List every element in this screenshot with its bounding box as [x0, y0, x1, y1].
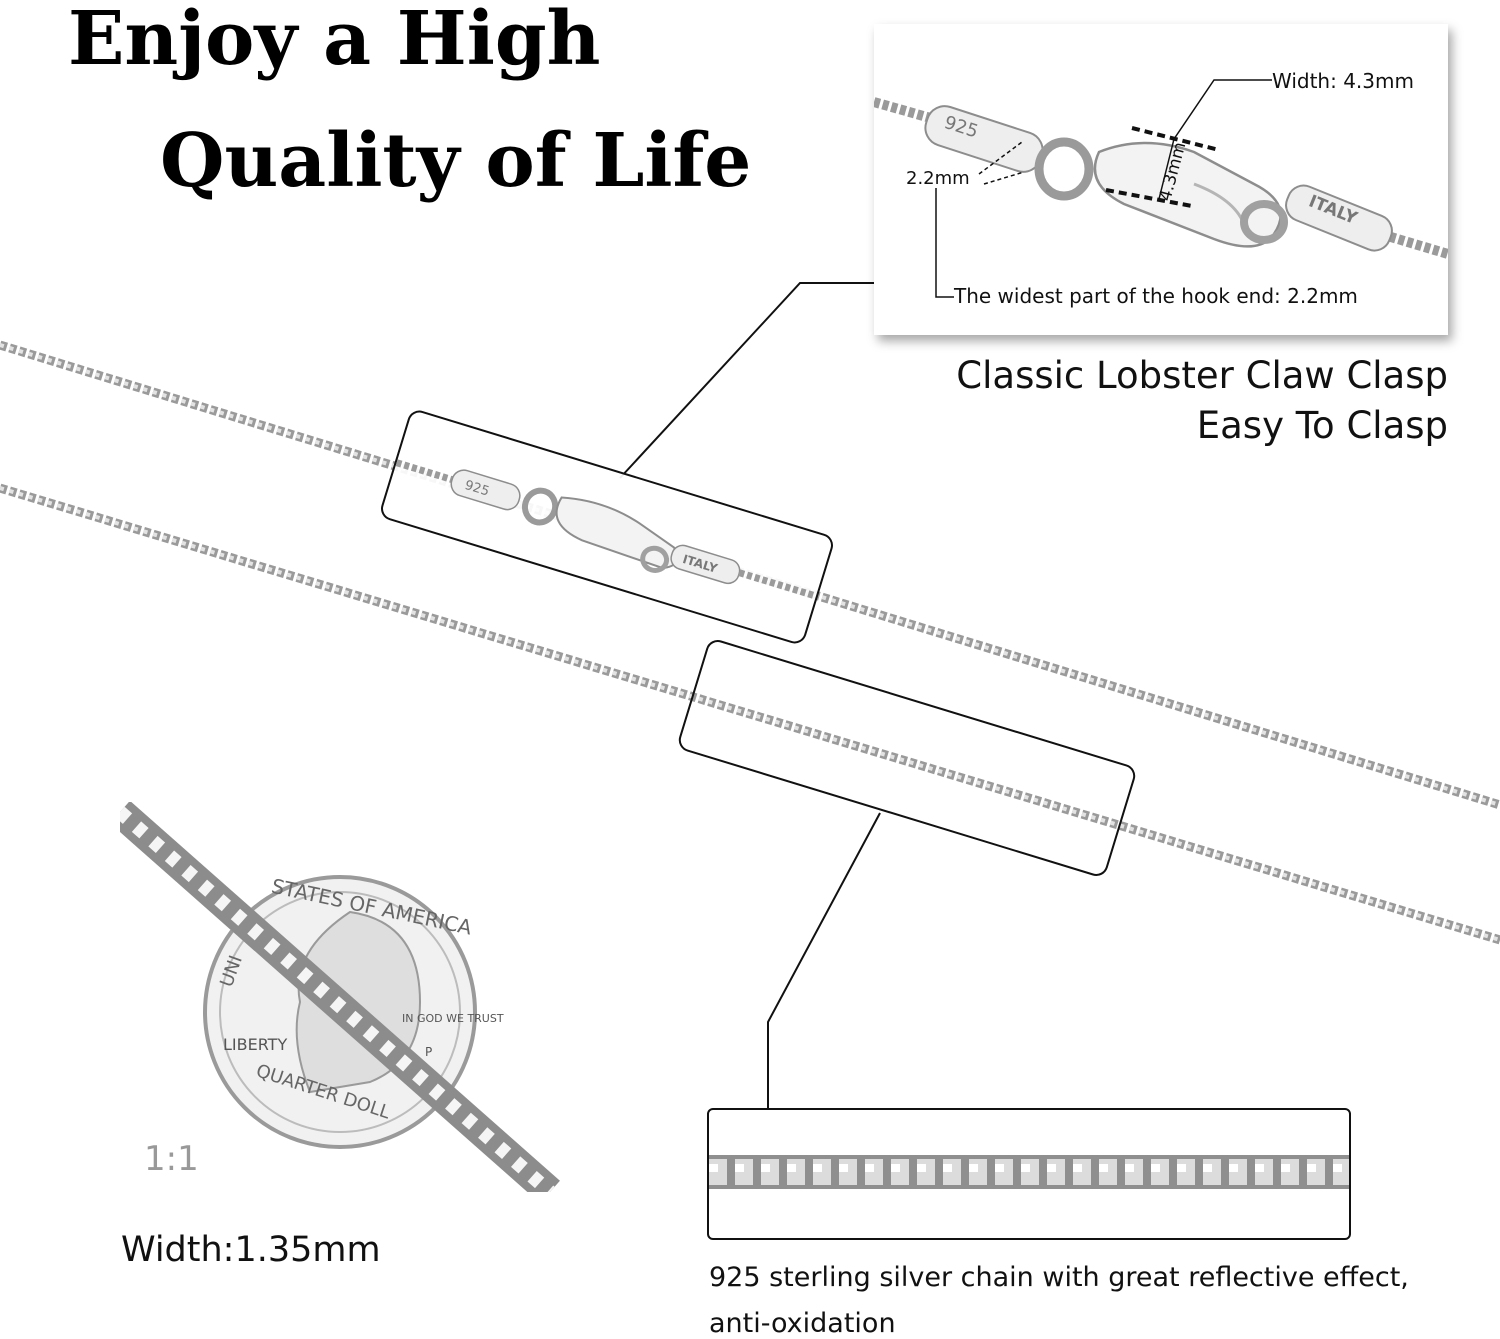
- widest-part-note: The widest part of the hook end: 2.2mm: [953, 284, 1358, 308]
- chain-caption-line-2: anti-oxidation: [709, 1308, 896, 1339]
- clasp-callout-frame: 925 ITALY: [378, 407, 836, 647]
- scale-label: 1:1: [144, 1139, 199, 1179]
- coin-comparison-panel: STATES OF AMERICA UNI LIBERTY IN GOD WE …: [120, 802, 571, 1192]
- coin-motto: IN GOD WE TRUST: [402, 1012, 504, 1025]
- stamp-925-end: [924, 105, 1044, 173]
- clasp-caption-line-2: Easy To Clasp: [1196, 404, 1448, 447]
- jump-ring: [1034, 137, 1094, 201]
- width-caption: Width:1.35mm: [121, 1230, 381, 1270]
- leader-line-clasp: [619, 282, 874, 479]
- coin-liberty: LIBERTY: [223, 1035, 287, 1054]
- headline-line-1: Enjoy a High: [68, 0, 601, 82]
- coin-mint: P: [425, 1045, 432, 1059]
- clasp-caption-line-1: Classic Lobster Claw Clasp: [956, 354, 1448, 397]
- chain-closeup-panel: [707, 1108, 1351, 1240]
- hook-dimension-label: 2.2mm: [906, 168, 970, 189]
- stamp-italy-end: [1285, 184, 1393, 252]
- chain-caption-line-1: 925 sterling silver chain with great ref…: [709, 1262, 1409, 1293]
- leader-line-chain: [767, 812, 881, 1108]
- coin-illustration: STATES OF AMERICA UNI LIBERTY IN GOD WE …: [120, 802, 560, 1192]
- width-dimension-label: Width: 4.3mm: [1272, 69, 1414, 93]
- clasp-diagram: 925 ITALY Width: 4.3mm 4.3mm 2.2mm The w…: [874, 69, 1448, 308]
- clasp-detail-panel: 925 ITALY Width: 4.3mm 4.3mm 2.2mm The w…: [874, 24, 1448, 335]
- headline-line-2: Quality of Life: [160, 118, 752, 204]
- callout-stamp-925: 925: [463, 478, 491, 500]
